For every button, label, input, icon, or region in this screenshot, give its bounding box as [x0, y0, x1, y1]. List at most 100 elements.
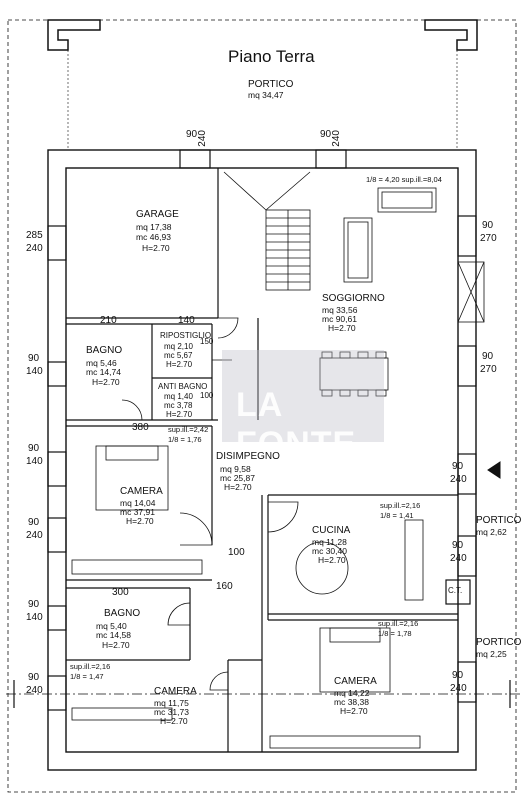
portico-top-mq: mq 34,47 [248, 90, 284, 100]
fireplace [457, 261, 485, 323]
disimpegno-mc: mc 25,87 [220, 473, 255, 483]
camera2-mc: mc 38,38 [334, 697, 369, 707]
camera1-name: CAMERA [120, 486, 163, 497]
openings [47, 149, 477, 711]
staircase [223, 171, 311, 291]
dim-r1-h: 270 [480, 233, 497, 244]
cucina-table [295, 541, 349, 595]
entrance-arrow [487, 461, 501, 479]
portico-right1-mq: mq 2,62 [476, 527, 507, 537]
pillar-top-right [424, 19, 478, 51]
soggiorno-mq: mq 33,56 [322, 305, 358, 315]
bagno2-name: BAGNO [104, 608, 141, 619]
bagno2-mc: mc 14,58 [96, 630, 131, 640]
antibagno-mq: mq 1,40 [164, 392, 193, 401]
portico-right2-name: PORTICO [476, 637, 522, 648]
dim-top-left-w: 90 [186, 129, 198, 140]
pillar-top-left [47, 19, 101, 51]
camera1-mc: mc 37,91 [120, 507, 155, 517]
soggiorno-ratio: 1/8 = 4,20 sup.ill.=8,04 [366, 175, 442, 184]
camera3-name: CAMERA [154, 686, 197, 697]
dim-r5-w: 90 [452, 670, 464, 681]
camera2-ratio: 1/8 = 1,78 [378, 629, 412, 638]
wardrobe-1 [71, 559, 203, 575]
ripostiglio-name: RIPOSTIGLIO [160, 331, 212, 340]
bagno2-h: H=2.70 [102, 640, 130, 650]
camera2-h: H=2.70 [340, 706, 368, 716]
cucina-mq: mq 11,28 [312, 537, 347, 547]
dim-300: 300 [112, 587, 129, 598]
camera3-ratio: 1/8 = 1,47 [70, 672, 104, 681]
ripostiglio-mq: mq 2,10 [164, 342, 193, 351]
site-boundary [7, 19, 517, 793]
portico-top-name: PORTICO [248, 79, 294, 90]
kitchen-counter [404, 519, 424, 601]
dim-r4-h: 240 [450, 553, 467, 564]
sofa-top [377, 187, 437, 213]
camera1-mq: mq 14,04 [120, 498, 156, 508]
dim-r2-w: 90 [482, 351, 494, 362]
disimpegno-mq: mq 9,58 [220, 464, 251, 474]
camera3-mq: mq 11,75 [154, 698, 189, 708]
camera2-sup: sup.ill.=2,16 [378, 619, 419, 628]
camera3-h: H=2.70 [160, 716, 188, 726]
doors [121, 317, 299, 691]
dim-r3-h: 240 [450, 474, 467, 485]
camera3-sup: sup.ill.=2,16 [70, 662, 111, 671]
dim-150: 150 [200, 337, 214, 346]
garage-mc: mc 46,93 [136, 232, 171, 242]
plan-title: Piano Terra [228, 47, 315, 66]
dim-l2-w: 90 [28, 353, 40, 364]
bagno2-mq: mq 5,40 [96, 621, 127, 631]
cucina-name: CUCINA [312, 525, 351, 536]
disimpegno-name: DISIMPEGNO [216, 451, 280, 462]
cucina-sup: sup.ill.=2,16 [380, 501, 421, 510]
camera1-ratio: 1/8 = 1,76 [168, 435, 202, 444]
disimpegno-h: H=2.70 [224, 482, 252, 492]
soggiorno-mc: mc 90,61 [322, 314, 357, 324]
dim-r2-h: 270 [480, 364, 497, 375]
dim-100: 100 [228, 547, 245, 558]
bagno1-mc: mc 14,74 [86, 367, 121, 377]
cucina-mc: mc 30,40 [312, 546, 347, 556]
camera2-name: CAMERA [334, 676, 377, 687]
bagno1-h: H=2.70 [92, 377, 120, 387]
dim-top-right-w: 90 [320, 129, 332, 140]
dim-l6-h: 240 [26, 685, 43, 696]
camera1-h: H=2.70 [126, 516, 154, 526]
dim-r5-h: 240 [450, 683, 467, 694]
dining-table [319, 357, 389, 391]
dim-l3-h: 140 [26, 456, 43, 467]
dim-l3-w: 90 [28, 443, 40, 454]
dim-210: 210 [100, 315, 117, 326]
portico-right1-name: PORTICO [476, 515, 522, 526]
bagno1-name: BAGNO [86, 345, 123, 356]
dim-l1-h: 240 [26, 243, 43, 254]
soggiorno-h: H=2.70 [328, 323, 356, 333]
sofa-side [343, 217, 373, 283]
bagno1-mq: mq 5,46 [86, 358, 117, 368]
camera3-mc: mc 31,73 [154, 707, 189, 717]
antibagno-name: ANTI BAGNO [158, 382, 208, 391]
garage-mq: mq 17,38 [136, 222, 172, 232]
ripostiglio-h: H=2.70 [166, 360, 193, 369]
watermark: LA FONTE [222, 350, 384, 463]
furniture [71, 187, 485, 749]
wardrobe-3 [71, 707, 173, 721]
dim-l4-h: 240 [26, 530, 43, 541]
dim-r1-w: 90 [482, 220, 494, 231]
camera2-mq: mq 14,22 [334, 688, 370, 698]
ct-label: C.T. [448, 586, 463, 595]
garage-name: GARAGE [136, 209, 179, 220]
dim-l5-h: 140 [26, 612, 43, 623]
dim-l2-h: 140 [26, 366, 43, 377]
garage-h: H=2.70 [142, 243, 170, 253]
watermark-text: LA FONTE [236, 386, 357, 463]
dim-160: 160 [216, 581, 233, 592]
dim-r4-w: 90 [452, 540, 464, 551]
ripostiglio-mc: mc 5,67 [164, 351, 193, 360]
cucina-ratio: 1/8 = 1,41 [380, 511, 414, 520]
portico-right2-mq: mq 2,25 [476, 649, 507, 659]
dim-r3-w: 90 [452, 461, 464, 472]
